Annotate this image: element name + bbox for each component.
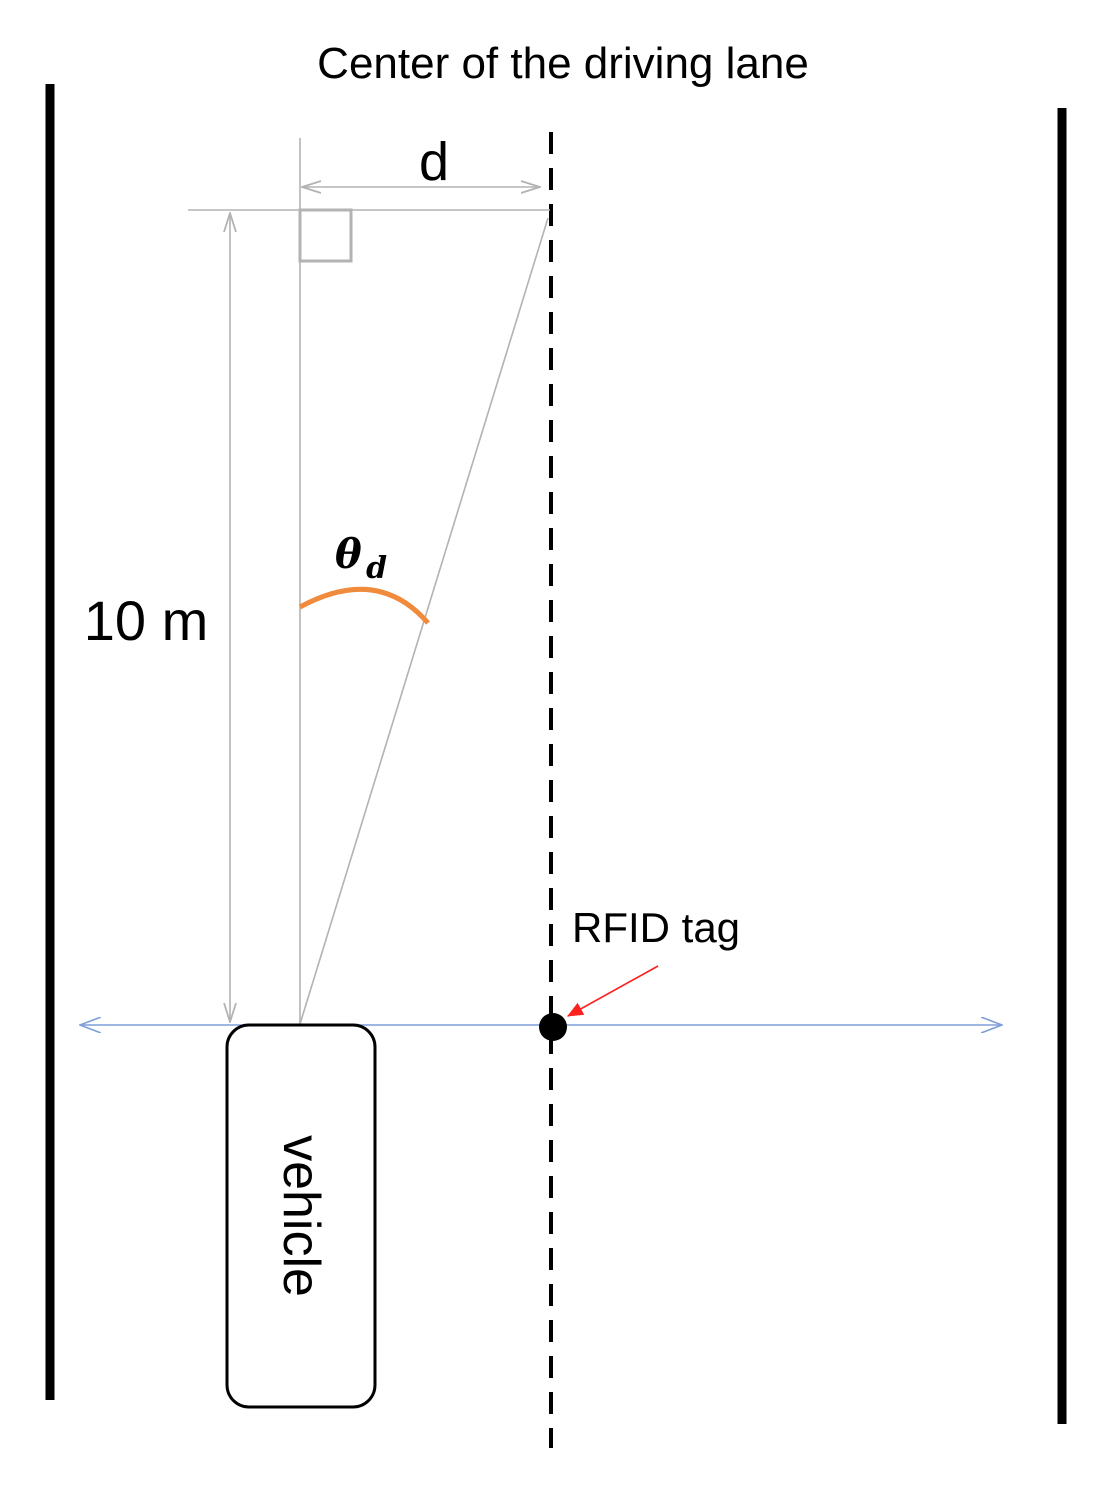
- distance-d-label: d: [419, 132, 449, 192]
- vehicle-box: [225, 1023, 377, 1409]
- theta-d-angle-arc: [298, 586, 430, 625]
- rfid-tag-label: RFID tag: [572, 904, 740, 951]
- rfid-tag-pointer: [567, 965, 659, 1017]
- theta-d-label: θ d: [335, 531, 387, 586]
- rfid-tag-marker: [539, 1013, 567, 1041]
- right-angle-marker: [298, 208, 353, 263]
- diagram-title: Center of the driving lane: [317, 39, 809, 88]
- vehicle-label: vehicle: [272, 1135, 330, 1297]
- length-10m-label: 10 m: [84, 589, 209, 652]
